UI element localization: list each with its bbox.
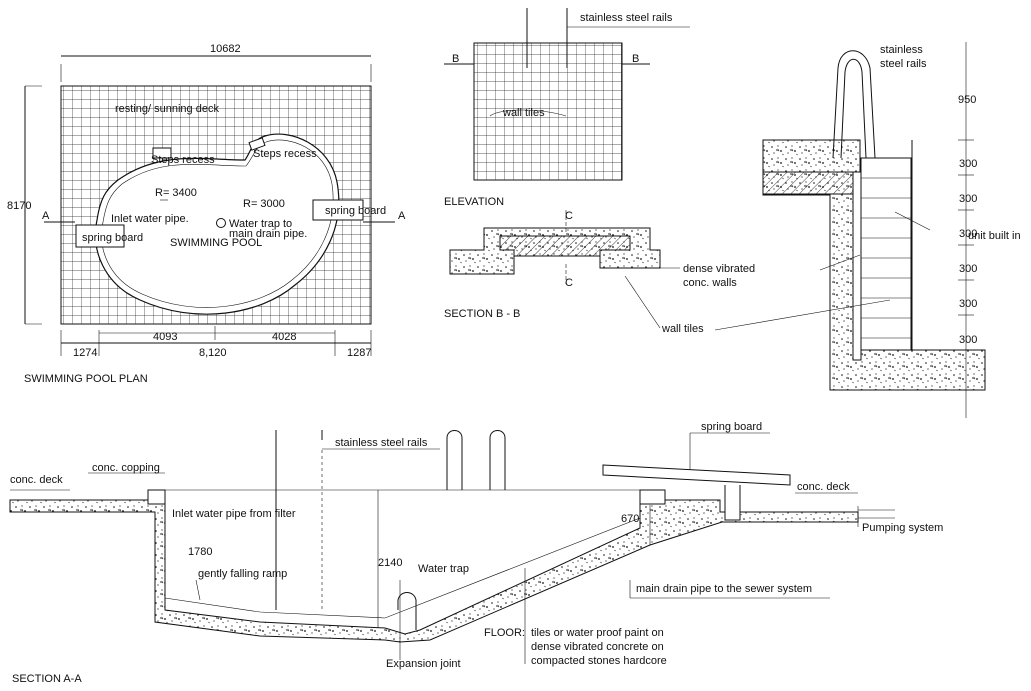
elevation-rails-label: stainless steel rails [580,12,673,24]
aa-ramp-label: gently falling ramp [198,568,287,580]
steps-recess-box-1 [152,147,172,159]
elevation-tile-grid [473,42,623,181]
section-cc-dim-2: 300 [959,193,977,205]
plan-steps-recess-2: Steps recess [253,148,317,160]
aa-conc-deck-left: conc. deck [10,474,63,486]
aa-conc-copping: conc. copping [92,462,160,474]
aa-title: SECTION A-A [12,673,82,685]
plan-width-dim: 10682 [210,43,241,55]
plan-deck-label: resting/ sunning deck [115,103,219,115]
plan-dim-1287: 1287 [347,347,371,359]
plan-section-mark-right: A [398,210,406,222]
section-cc-drawing [714,42,986,418]
elevation-wall-tiles: wall tiles [502,107,545,119]
aa-conc-deck-right: conc. deck [797,481,850,493]
elevation-mark-b-left: B [452,53,459,65]
plan-spring-board-left: spring board [82,232,143,244]
plan-water-trap-1: Water trap to [229,218,292,230]
section-cc-dim-1: 300 [959,158,977,170]
section-cc-dim-950: 950 [958,94,976,106]
aa-dim-1780: 1780 [188,546,212,558]
section-bb-mark-c-bottom: C [565,277,573,289]
water-trap-symbol [216,218,226,228]
section-bb-dense-1: dense vibrated [683,263,755,275]
aa-floor-line-3: compacted stones hardcore [531,655,667,667]
plan-spring-board-right: spring board [325,205,386,217]
aa-dim-670: 670 [621,513,639,525]
elevation-mark-b-right: B [632,53,639,65]
aa-rails-label: stainless steel rails [335,437,428,449]
plan-dim-8120: 8,120 [199,347,227,359]
section-cc-rails-1: stainless [880,44,923,56]
aa-spring-board: spring board [701,421,762,433]
plan-section-mark-left: A [42,210,50,222]
section-cc-dim-4: 300 [959,263,977,275]
section-cc-unit-label: unit built in [968,230,1021,242]
section-cc-dim-5: 300 [959,298,977,310]
plan-height-dim: 8170 [7,200,31,212]
section-cc-dim-3: 300 [959,228,977,240]
section-bb-dense-2: conc. walls [683,277,737,289]
plan-dim-4093: 4093 [153,331,177,343]
plan-radius-1: R= 3400 [155,187,197,199]
section-cc-dim-6: 300 [959,334,977,346]
spring-board-left-box [75,224,125,248]
aa-dim-2140: 2140 [378,557,402,569]
section-aa-drawing [9,430,895,664]
plan-inlet-label: Inlet water pipe. [111,213,189,225]
aa-water-trap: Water trap [418,563,469,575]
pool-plan [24,55,395,356]
section-cc-rails-2: steel rails [880,58,927,70]
section-bb-title: SECTION B - B [444,308,520,320]
aa-main-drain: main drain pipe to the sewer system [636,583,812,595]
spring-board-right-box [312,199,364,221]
aa-inlet-label: Inlet water pipe from filter [172,508,296,520]
plan-pool-label: SWIMMING POOL [170,237,262,249]
section-bb-wall-tiles: wall tiles [661,323,704,335]
aa-floor-line-1: tiles or water proof paint on [531,627,664,639]
aa-floor-line-2: dense vibrated concrete on [531,641,664,653]
plan-dim-1274: 1274 [73,347,97,359]
plan-water-trap-2: main drain pipe. [229,228,307,240]
elevation-title: ELEVATION [444,196,504,208]
elevation-drawing [444,8,690,181]
aa-expansion: Expansion joint [386,658,461,670]
plan-steps-recess-1: Steps recess [151,154,215,166]
plan-dim-4028: 4028 [272,331,296,343]
section-bb-drawing [449,210,680,329]
aa-floor-label: FLOOR: [484,627,525,639]
aa-pumping: Pumping system [862,522,943,534]
steps-recess-box-2 [248,137,266,151]
plan-title: SWIMMING POOL PLAN [24,373,148,385]
section-bb-mark-c-top: C [565,210,573,222]
plan-radius-2: R= 3000 [243,198,285,210]
